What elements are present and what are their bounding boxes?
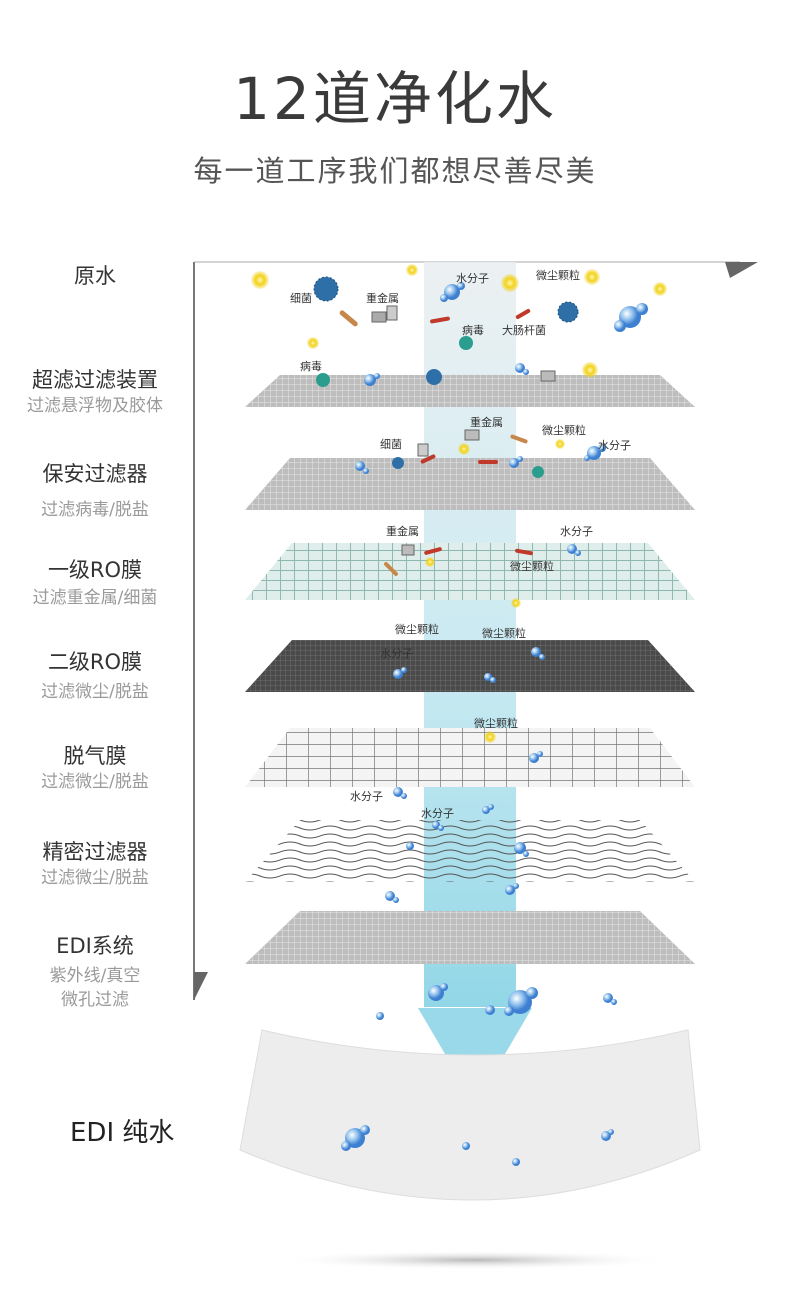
label-virus-2: 病毒 bbox=[300, 359, 322, 373]
label-heavy-metal: 重金属 bbox=[366, 291, 399, 305]
page-title: 12道净化水 bbox=[233, 65, 557, 133]
label-dust-4: 微尘颗粒 bbox=[395, 622, 439, 636]
result-label: EDI 纯水 bbox=[70, 1118, 175, 1148]
bacteria-particles bbox=[313, 276, 579, 478]
label-water-5: 水分子 bbox=[350, 790, 383, 803]
stage-label-ro1: 一级RO膜 过滤重金属/细菌 bbox=[0, 556, 190, 610]
label-water-2: 水分子 bbox=[598, 439, 631, 452]
label-heavy-metal-2: 重金属 bbox=[470, 415, 503, 429]
stage-label-precision-filter: 精密过滤器 过滤微尘/脱盐 bbox=[0, 838, 190, 890]
stage-name: 二级RO膜 bbox=[47, 650, 143, 674]
stage-name: 原水 bbox=[74, 264, 116, 288]
label-ecoli: 大肠杆菌 bbox=[502, 323, 546, 337]
label-dust-3: 微尘颗粒 bbox=[510, 559, 554, 573]
pure-water-basin bbox=[239, 1029, 701, 1270]
label-dust: 微尘颗粒 bbox=[536, 268, 580, 282]
filter-layer-ultrafiltration bbox=[245, 375, 695, 407]
stage-label-ro2: 二级RO膜 过滤微尘/脱盐 bbox=[0, 648, 190, 704]
label-water-4: 水分子 bbox=[380, 647, 413, 660]
stage-label-edi: EDI系统 紫外线/真空 微孔过滤 bbox=[0, 932, 190, 1012]
stage-desc: 过滤微尘/脱盐 bbox=[41, 772, 149, 792]
stage-label-security-filter: 保安过滤器 过滤病毒/脱盐 bbox=[0, 460, 190, 522]
stage-name: EDI系统 bbox=[56, 934, 134, 958]
dust-particles bbox=[251, 264, 667, 743]
filter-layer-precision bbox=[245, 820, 695, 882]
filter-layer-edi bbox=[245, 911, 695, 964]
filter-layer-ro2 bbox=[245, 640, 695, 692]
stage-desc: 过滤微尘/脱盐 bbox=[41, 868, 149, 888]
label-bacteria-2: 细菌 bbox=[380, 438, 402, 451]
label-water: 水分子 bbox=[456, 272, 489, 285]
filter-layer-security bbox=[245, 458, 695, 510]
water-molecules bbox=[341, 282, 648, 1166]
stage-name: 保安过滤器 bbox=[42, 462, 148, 486]
stage-desc: 紫外线/真空 bbox=[49, 966, 141, 986]
filter-layer-degas bbox=[245, 728, 695, 787]
page-subtitle: 每一道工序我们都想尽善尽美 bbox=[193, 154, 597, 188]
stage-desc: 过滤微尘/脱盐 bbox=[41, 682, 149, 702]
label-dust-6: 微尘颗粒 bbox=[474, 716, 518, 730]
stage-desc: 过滤悬浮物及胶体 bbox=[27, 396, 163, 416]
ecoli-particles bbox=[339, 309, 533, 576]
label-heavy-metal-3: 重金属 bbox=[386, 524, 419, 538]
particle-labels: 水分子 微尘颗粒 细菌 重金属 病毒 大肠杆菌 病毒 重金属 微尘颗粒 细菌 水… bbox=[290, 268, 631, 820]
stage-desc: 过滤重金属/细菌 bbox=[32, 588, 158, 608]
stage-desc: 过滤病毒/脱盐 bbox=[41, 500, 149, 520]
label-virus: 病毒 bbox=[462, 323, 484, 337]
stage-desc-2: 微孔过滤 bbox=[61, 990, 129, 1010]
heavy-metal-particles bbox=[371, 305, 556, 556]
label-dust-5: 微尘颗粒 bbox=[482, 626, 526, 640]
filter-layer-ro1 bbox=[245, 543, 695, 600]
label-dust-2: 微尘颗粒 bbox=[542, 423, 586, 437]
stage-label-ultrafiltration: 超滤过滤装置 过滤悬浮物及胶体 bbox=[0, 366, 190, 418]
stage-label-degas: 脱气膜 过滤微尘/脱盐 bbox=[0, 742, 190, 794]
label-water-6: 水分子 bbox=[421, 807, 454, 820]
label-bacteria: 细菌 bbox=[290, 292, 312, 305]
stage-name: 脱气膜 bbox=[63, 744, 127, 768]
stage-name: 一级RO膜 bbox=[47, 558, 143, 582]
label-water-3: 水分子 bbox=[560, 525, 593, 538]
stage-label-raw-water: 原水 bbox=[0, 262, 190, 290]
stage-name: 超滤过滤装置 bbox=[32, 368, 158, 392]
stage-name: 精密过滤器 bbox=[42, 840, 148, 864]
